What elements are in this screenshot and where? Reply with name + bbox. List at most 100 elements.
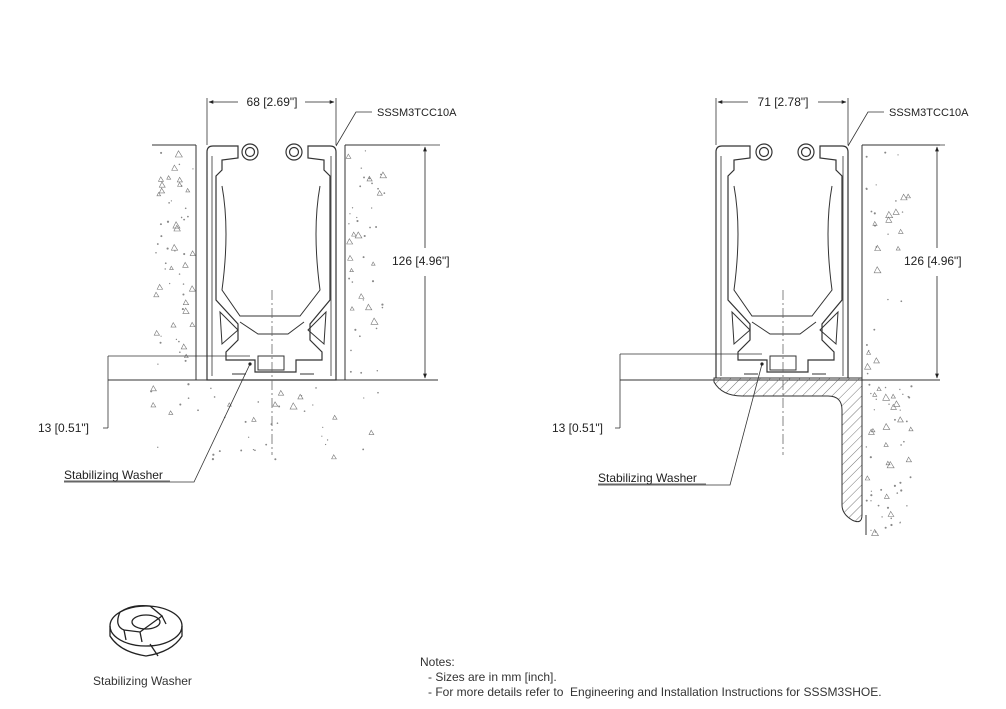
notes-block: Notes: - Sizes are in mm [inch]. - For m… [420,655,882,700]
concrete-aggregate [885,460,891,466]
concrete-aggregate [885,210,894,218]
concrete-aggregate [315,387,317,389]
concrete-aggregate [872,392,878,397]
concrete-aggregate [157,446,159,448]
concrete-aggregate [278,405,281,408]
right-width-dimension: 71 [2.78"] [758,95,809,109]
right-washer-label: Stabilizing Washer [598,471,697,485]
concrete-aggregate [865,187,868,190]
concrete-aggregate [326,439,329,441]
concrete-aggregate [350,349,352,352]
left-width-dimension: 68 [2.69"] [247,95,298,109]
concrete-aggregate [170,200,173,202]
concrete-aggregate [356,216,358,219]
concrete-aggregate [159,341,162,344]
concrete-aggregate [360,371,363,374]
concrete-aggregate [868,383,871,386]
concrete-aggregate [883,493,890,499]
concrete-aggregate [887,298,889,301]
concrete-aggregate [866,350,872,355]
concrete-aggregate [189,250,196,256]
notes-title: Notes: [420,655,455,669]
concrete-aggregate [381,306,384,309]
concrete-aggregate [175,338,178,341]
concrete-aggregate [909,476,912,479]
concrete-aggregate [869,456,872,459]
concrete-aggregate [359,335,361,338]
concrete-aggregate [873,212,876,215]
notes-item: - Sizes are in mm [inch]. [428,670,557,684]
concrete-aggregate [371,182,373,185]
concrete-aggregate [300,395,303,397]
concrete-aggregate [182,293,185,296]
concrete-aggregate [187,397,190,399]
concrete-aggregate [178,163,181,166]
concrete-aggregate [349,370,352,373]
left-channel-profile [206,143,337,381]
concrete-aggregate [376,370,379,372]
concrete-aggregate [381,303,384,306]
concrete-aggregate [870,494,873,497]
concrete-aggregate [371,280,375,283]
concrete-aggregate [158,187,166,194]
concrete-aggregate [870,490,873,492]
concrete-aggregate [254,449,256,452]
concrete-aggregate [377,187,379,190]
concrete-aggregate [174,250,176,252]
concrete-aggregate [177,181,183,187]
concrete-aggregate [890,403,897,410]
concrete-aggregate [184,359,187,362]
concrete-aggregate [227,402,232,407]
concrete-aggregate [180,216,183,219]
concrete-aggregate [873,224,877,227]
concrete-aggregate [169,282,171,285]
concrete-aggregate [170,322,177,328]
concrete-aggregate [331,454,337,460]
left-detail: 68 [2.69"] SSSM3TCC10A 126 [4.96"] 13 [0… [38,95,457,483]
concrete-aggregate [899,521,901,523]
left-concrete [108,144,438,461]
concrete-aggregate [870,392,872,395]
concrete-aggregate [359,185,362,188]
left-bottom-dimension: 13 [0.51"] [38,421,89,435]
concrete-aggregate [375,327,378,330]
concrete-aggregate [156,283,164,290]
concrete-aggregate [875,184,877,186]
concrete-aggregate [362,299,365,301]
concrete-aggregate [368,429,375,435]
concrete-aggregate [303,410,306,412]
concrete-aggregate [289,402,298,410]
concrete-aggregate [906,505,908,507]
concrete-aggregate [187,383,190,386]
concrete-aggregate [169,265,174,270]
concrete-aggregate [170,243,179,251]
concrete-aggregate [332,414,338,420]
concrete-aggregate [276,422,279,424]
washer-caption: Stabilizing Washer [93,674,192,688]
concrete-aggregate [872,220,878,226]
concrete-aggregate [905,456,913,463]
concrete-aggregate [893,484,896,487]
concrete-aggregate [210,387,212,390]
concrete-aggregate [247,436,250,438]
concrete-aggregate [178,273,181,275]
concrete-aggregate [166,247,169,250]
concrete-aggregate [168,410,174,415]
concrete-aggregate [257,401,260,403]
concrete-aggregate [356,219,359,223]
concrete-aggregate [349,267,354,272]
concrete-aggregate [874,244,882,251]
concrete-aggregate [218,450,221,453]
concrete-aggregate [873,266,882,274]
concrete-aggregate [183,252,186,256]
concrete-aggregate [895,200,897,202]
left-washer-label: Stabilizing Washer [64,468,163,482]
concrete-aggregate [899,481,902,484]
stabilizing-washer-illustration [109,604,183,657]
concrete-aggregate [908,426,914,432]
concrete-aggregate [251,416,257,422]
concrete-aggregate [346,238,354,245]
concrete-aggregate [179,351,181,353]
concrete-aggregate [370,317,379,325]
